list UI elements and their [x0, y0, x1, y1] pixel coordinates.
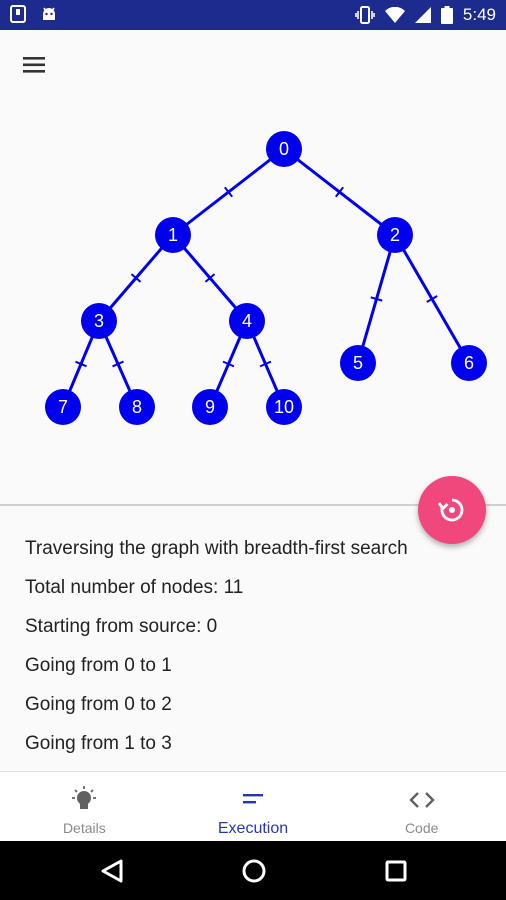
recents-icon — [385, 860, 407, 882]
graph-node-label: 3 — [94, 311, 104, 331]
graph-node-label: 6 — [464, 353, 474, 373]
graph-edge-marker — [204, 273, 216, 283]
tab-details[interactable]: Details — [0, 772, 169, 842]
replay-button[interactable] — [418, 476, 486, 544]
tab-code[interactable]: Code — [337, 772, 506, 842]
battery-icon — [440, 6, 453, 24]
graph-node-circle — [192, 389, 228, 425]
graph-edge-marker — [370, 296, 383, 302]
graph-node-label: 8 — [132, 397, 142, 417]
signal-icon — [414, 7, 431, 23]
log-line: Going from 0 to 2 — [25, 694, 172, 715]
graph-node-circle — [266, 131, 302, 167]
divider — [0, 504, 506, 506]
home-icon — [242, 859, 266, 883]
graph-node-circle — [229, 303, 265, 339]
graph-node-circle — [266, 389, 302, 425]
graph-node-0[interactable]: 0 — [266, 131, 302, 167]
graph-node-7[interactable]: 7 — [45, 389, 81, 425]
log-line: Traversing the graph with breadth-first … — [25, 538, 408, 559]
home-button[interactable] — [236, 853, 272, 889]
graph-node-4[interactable]: 4 — [229, 303, 265, 339]
replay-icon — [437, 498, 464, 522]
graph-node-5[interactable]: 5 — [340, 345, 376, 381]
graph-node-circle — [451, 345, 487, 381]
hamburger-icon — [23, 57, 45, 73]
log-line: Going from 0 to 1 — [25, 655, 172, 676]
vibrate-icon — [355, 6, 375, 24]
graph-edge-marker — [224, 186, 233, 198]
graph-edge-marker — [222, 360, 235, 368]
graph-node-label: 1 — [168, 225, 178, 245]
graph-node-1[interactable]: 1 — [155, 217, 191, 253]
graph-node-circle — [45, 389, 81, 425]
lightbulb-icon — [72, 786, 97, 809]
graph-node-circle — [119, 389, 155, 425]
execution-log: Traversing the graph with breadth-first … — [25, 532, 485, 766]
tab-execution-label: Execution — [217, 820, 289, 837]
graph-node-label: 0 — [279, 139, 289, 159]
graph-node-circle — [377, 217, 413, 253]
graph-node-circle — [340, 345, 376, 381]
graph-edge-marker — [426, 295, 438, 303]
graph-node-circle — [155, 217, 191, 253]
wifi-icon — [384, 7, 405, 23]
graph-node-label: 10 — [274, 397, 294, 417]
graph-node-9[interactable]: 9 — [192, 389, 228, 425]
log-line: Going from 1 to 3 — [25, 733, 172, 754]
status-bar: 5:49 — [0, 0, 506, 30]
graph-node-label: 4 — [242, 311, 252, 331]
log-line: Total number of nodes: 11 — [25, 577, 244, 598]
back-button[interactable] — [95, 853, 131, 889]
sim-notification-icon — [10, 5, 26, 23]
graph-node-label: 5 — [353, 353, 363, 373]
graph-node-3[interactable]: 3 — [81, 303, 117, 339]
log-line: Starting from source: 0 — [25, 616, 218, 637]
android-notification-icon — [40, 5, 58, 23]
recents-button[interactable] — [378, 853, 414, 889]
system-navigation-bar — [0, 841, 506, 900]
graph-node-2[interactable]: 2 — [377, 217, 413, 253]
graph-node-10[interactable]: 10 — [266, 389, 302, 425]
graph-node-label: 9 — [205, 397, 215, 417]
tab-code-label: Code — [404, 820, 439, 836]
graph-node-circle — [81, 303, 117, 339]
graph-edge-marker — [335, 186, 344, 198]
graph-node-8[interactable]: 8 — [119, 389, 155, 425]
graph-canvas: 0 1 2 3 4 5 6 7 8 9 10 — [45, 131, 487, 425]
short-text-icon — [243, 794, 263, 804]
graph-edge-marker — [259, 360, 272, 368]
graph-node-6[interactable]: 6 — [451, 345, 487, 381]
code-brackets-icon — [408, 792, 435, 808]
status-time: 5:49 — [462, 5, 496, 24]
menu-button[interactable] — [20, 52, 50, 78]
graph-edge-marker — [112, 360, 124, 368]
graph-edge-marker — [75, 360, 87, 368]
bottom-navigation: Details Execution Code — [0, 771, 506, 842]
graph-node-label: 7 — [58, 397, 68, 417]
graph-node-label: 2 — [390, 225, 400, 245]
tab-details-label: Details — [62, 820, 106, 836]
graph-edge-marker — [130, 273, 142, 283]
tab-execution[interactable]: Execution — [169, 772, 338, 842]
back-icon — [101, 859, 123, 883]
